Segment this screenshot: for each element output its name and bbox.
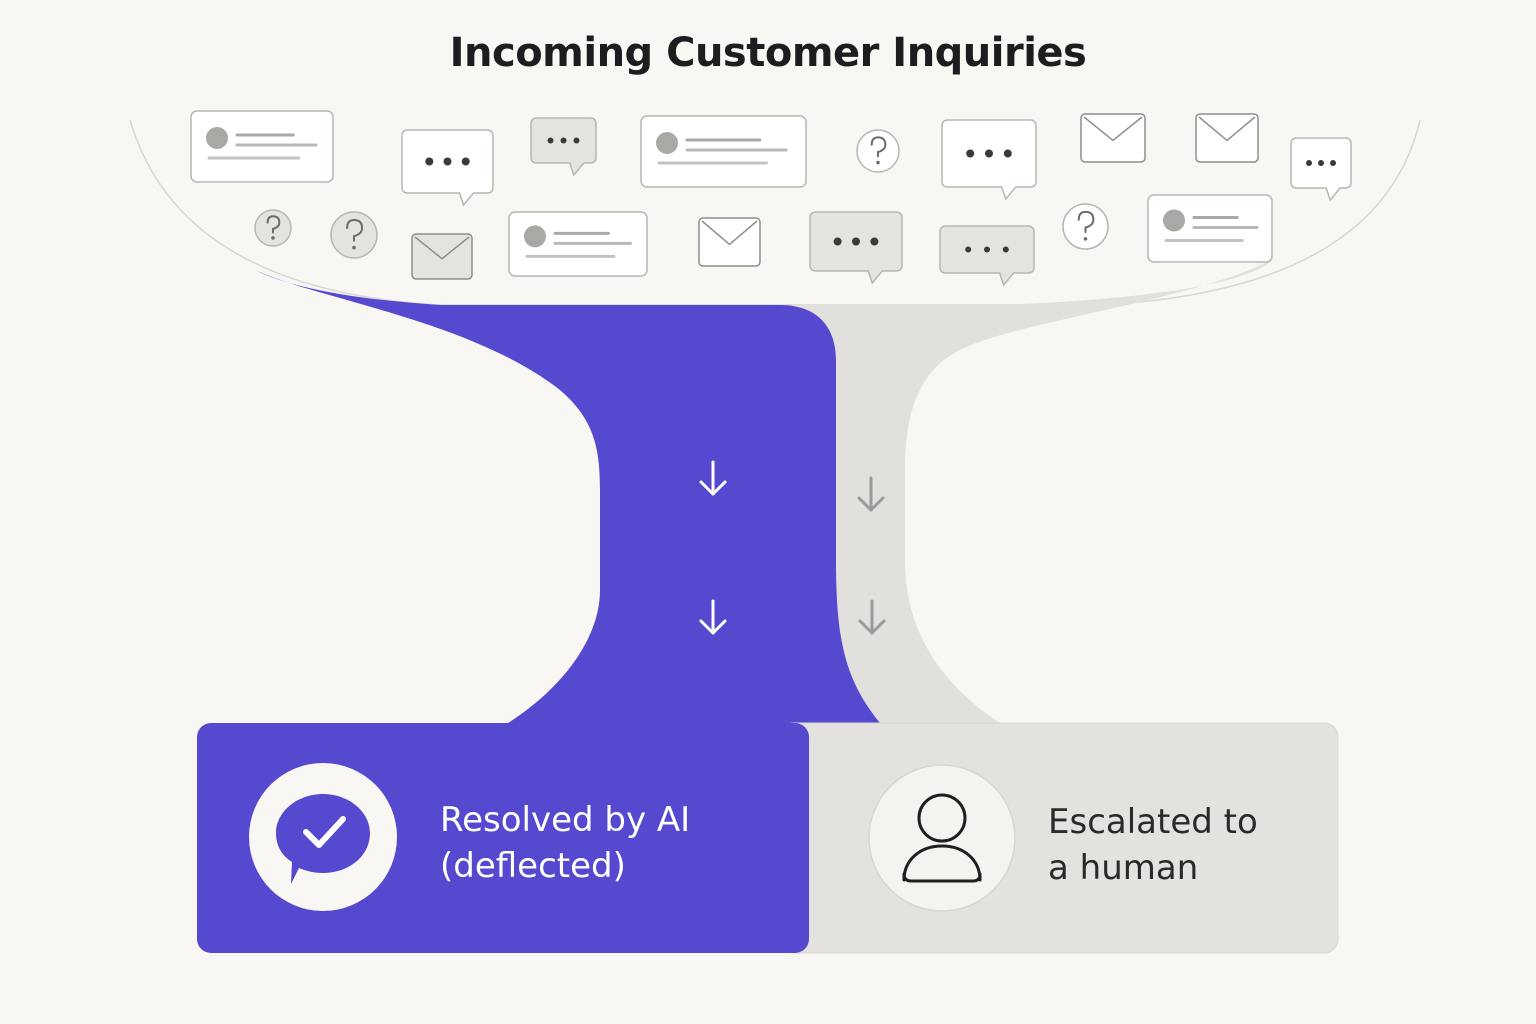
chat-bubble-icon	[941, 119, 1037, 201]
message-card-icon	[508, 211, 648, 277]
inquiry-icons	[190, 110, 1352, 287]
person-icon	[868, 764, 1016, 912]
chat-bubble-icon	[530, 117, 597, 177]
envelope-icon	[1195, 113, 1259, 163]
resolved-by-ai-label: Resolved by AI (deflected)	[440, 797, 690, 889]
escalated-label-line1: Escalated to	[1048, 802, 1258, 842]
message-card-icon	[640, 115, 807, 188]
question-icon	[254, 209, 292, 247]
chat-bubble-icon	[809, 211, 903, 285]
envelope-icon	[698, 217, 761, 267]
question-icon	[330, 211, 378, 259]
chat-bubble-icon	[1290, 137, 1352, 202]
escalated-to-human-label: Escalated to a human	[1048, 799, 1258, 891]
envelope-icon	[1080, 113, 1146, 163]
resolved-label-line1: Resolved by AI	[440, 800, 691, 840]
chat-bubble-icon	[401, 129, 494, 207]
question-icon	[1062, 203, 1109, 250]
chat-bubble-icon	[939, 225, 1035, 287]
message-card-icon	[1147, 194, 1273, 263]
escalated-label-line2: a human	[1048, 848, 1199, 888]
diagram-title: Incoming Customer Inquiries	[449, 30, 1087, 76]
question-icon	[856, 129, 900, 173]
ai-flow-channel	[255, 270, 880, 723]
resolved-label-line2: (deflected)	[440, 846, 626, 886]
chat-check-icon	[249, 763, 397, 911]
human-flow-channel	[780, 258, 1275, 723]
envelope-icon	[411, 233, 473, 280]
message-card-icon	[190, 110, 334, 183]
